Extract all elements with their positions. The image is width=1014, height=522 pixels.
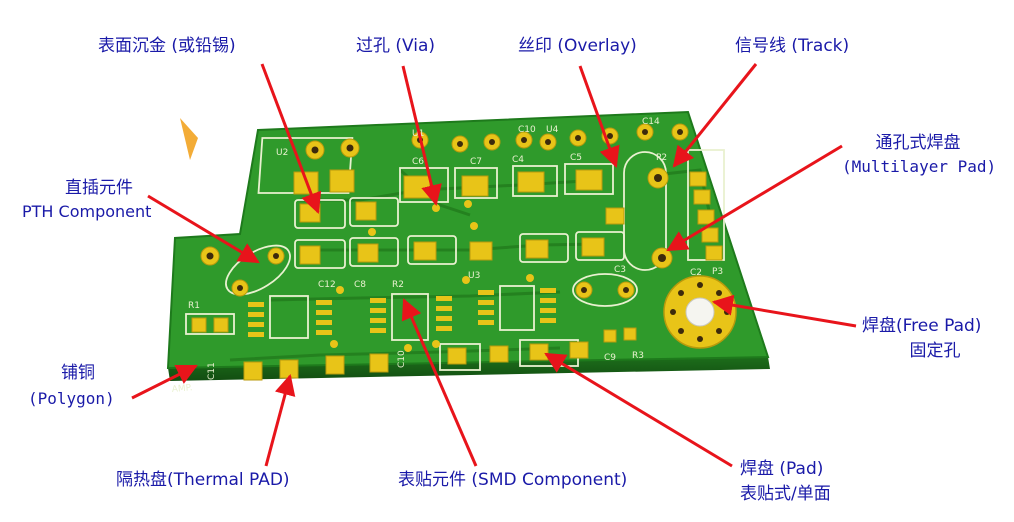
arrow-multilayer-pad [666,144,843,252]
silk-designator: R3 [632,351,644,361]
silk-designator: C9 [604,353,616,363]
label-multilayer-pad-en: (Multilayer Pad) [842,157,997,176]
arrow-pad [544,352,733,468]
arrow-track [672,63,758,168]
silk-designator: C5 [570,153,582,163]
label-pth-en: PTH Component [22,202,152,221]
silk-designator: C14 [642,117,660,127]
label-free-pad-en: 焊盘(Free Pad) [862,316,982,336]
arrow-immersion-gold [260,63,322,214]
label-polygon-en: (Polygon) [28,389,115,408]
silk-designator: C7 [470,157,482,167]
silk-designator: C8 [354,280,366,290]
silk-designator: C12 [318,280,336,290]
label-multilayer-pad-cn: 通孔式焊盘 [875,133,961,153]
label-pad-cn: 焊盘 (Pad) [740,459,824,479]
silk-designator: C2 [690,268,702,278]
header-pads [689,171,723,261]
arrow-pth [147,194,260,264]
vias [330,200,534,352]
silk-designator: P2 [656,153,667,163]
label-via: 过孔 (Via) [356,36,436,56]
arrow-thermal-pad [264,373,296,467]
pad-holes [206,129,683,293]
silk-designator: P3 [712,267,723,277]
smd-pads [191,169,637,381]
label-overlay: 丝印 (Overlay) [518,36,637,56]
label-thermal-pad: 隔热盘(Thermal PAD) [116,470,290,490]
label-pad-sub: 表贴式/单面 [740,484,831,504]
arrow-overlay [578,65,620,168]
label-track: 信号线 (Track) [735,36,850,56]
silk-designator: U2 [276,148,288,158]
silk-designator: R2 [392,280,404,290]
soic-pads [248,288,556,337]
silk-designator: C10 [518,125,536,135]
arrow-smd [401,298,478,467]
free-pad [663,275,737,349]
arrow-polygon [131,364,198,400]
label-smd-component: 表贴元件 (SMD Component) [398,470,628,490]
silk-designator: C11 [207,362,217,380]
silk-designator: U4 [546,125,559,135]
board-text: AMP. [171,383,193,395]
silk-designator: C10 [397,350,407,368]
silk-designator: R1 [188,301,200,311]
arrow-via [401,65,442,207]
decor-spark [180,118,198,160]
silk-designator: C4 [512,155,524,165]
label-polygon-cn: 铺铜 [61,363,95,383]
label-free-pad-cn: 固定孔 [909,341,961,361]
arrows [131,63,857,468]
silk-designator: C6 [412,157,424,167]
label-pth-cn: 直插元件 [65,178,133,198]
arrow-free-pad [711,294,857,328]
board-edge [168,357,770,381]
silk-designator: C3 [614,265,626,275]
silk-designator: U3 [468,271,480,281]
label-immersion-gold: 表面沉金 (或铅锡) [98,36,236,56]
